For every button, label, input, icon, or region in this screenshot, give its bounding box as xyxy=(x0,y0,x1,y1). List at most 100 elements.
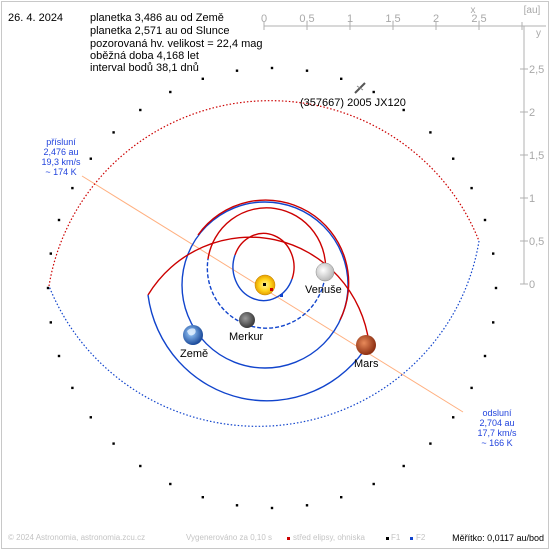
asteroid-orbit-point xyxy=(402,108,405,112)
footer-legend-center: střed elipsy, ohniska xyxy=(293,533,365,542)
apsis-line xyxy=(81,175,464,413)
aphelion-title: odsluní xyxy=(482,408,512,418)
asteroid-orbit-point xyxy=(270,66,274,70)
footer-copyright: © 2024 Astronomia, astronomia.zcu.cz xyxy=(8,533,146,542)
legend-f1-marker xyxy=(386,537,389,540)
x-tick-label: 1 xyxy=(347,13,353,25)
asteroid-orbit-point xyxy=(169,482,172,486)
footer-scale: Měřítko: 0,0117 au/bod xyxy=(452,533,544,543)
asteroid-orbit-point xyxy=(452,416,455,419)
asteroid-orbit-point xyxy=(49,321,52,324)
aphelion-velocity: 17,7 km/s xyxy=(477,428,517,438)
asteroid-orbit-point xyxy=(71,386,74,390)
aphelion-distance: 2,704 au xyxy=(479,418,515,428)
venus xyxy=(315,262,335,282)
y-tick-label: 0,5 xyxy=(529,236,544,248)
asteroid-orbit-point xyxy=(305,69,309,72)
asteroid-orbit-point xyxy=(492,321,495,324)
asteroid-marker xyxy=(354,82,366,94)
ellipse-center-marker xyxy=(270,288,273,291)
x-axis-unit: [au] xyxy=(524,5,541,16)
y-tick-label: 2 xyxy=(529,107,535,119)
asteroid-orbit-point xyxy=(483,354,487,358)
asteroid-orbit-point xyxy=(429,131,432,134)
asteroid-orbit-point xyxy=(235,69,239,72)
asteroid-orbit-point xyxy=(201,496,204,499)
y-tick-label: 1 xyxy=(529,193,535,205)
x-axis: 0 0,5 1 1,5 2 2,5 x [au] xyxy=(261,5,546,30)
info-magnitude: pozorovaná hv. velikost = 22,4 mag xyxy=(90,38,263,50)
x-axis-letter: x xyxy=(471,5,476,16)
perihelion-temperature: ~ 174 K xyxy=(45,167,77,177)
mars xyxy=(356,335,376,355)
venus-orbit xyxy=(206,207,327,329)
asteroid-orbit-point xyxy=(492,252,495,255)
asteroid-orbit-point xyxy=(452,157,455,160)
legend-center-marker xyxy=(287,537,290,540)
info-distance-sun: planetka 2,571 au od Slunce xyxy=(90,25,230,37)
asteroid-orbit-point xyxy=(402,464,405,468)
asteroid-orbit-point xyxy=(470,386,473,390)
focus-f2 xyxy=(280,294,283,297)
asteroid-orbit-point xyxy=(429,442,432,445)
asteroid-orbit-point xyxy=(112,442,115,445)
earth-label: Země xyxy=(180,348,208,360)
x-tick-label: 2 xyxy=(433,13,439,25)
mercury-label: Merkur xyxy=(229,331,264,343)
asteroid-orbit-points xyxy=(46,66,498,510)
info-interval: interval bodů 38,1 dnů xyxy=(90,62,199,74)
asteroid-orbit-point xyxy=(139,464,142,468)
mercury xyxy=(239,312,255,328)
x-tick-label: 2,5 xyxy=(471,13,486,25)
asteroid-label: (357667) 2005 JX120 xyxy=(300,97,406,109)
asteroid-orbit-point xyxy=(340,77,343,80)
asteroid-orbit-point xyxy=(49,252,52,255)
asteroid-orbit-point xyxy=(46,286,50,290)
asteroid-orbit-point xyxy=(57,354,61,358)
asteroid-orbit-point xyxy=(89,157,92,160)
asteroid-orbit-point xyxy=(483,218,487,222)
asteroid-orbit-point xyxy=(235,504,239,507)
asteroid-orbit-point xyxy=(372,90,375,94)
asteroid-orbit-point xyxy=(169,90,172,94)
earth-orbit xyxy=(181,199,350,369)
asteroid-orbit-point xyxy=(305,504,309,507)
venus-label: Venuše xyxy=(305,284,342,296)
perihelion-distance: 2,476 au xyxy=(43,147,79,157)
y-axis: 2,5 2 1,5 1 0,5 0 y xyxy=(520,26,544,291)
asteroid-orbit xyxy=(48,100,480,427)
info-distance-earth: planetka 3,486 au od Země xyxy=(90,12,224,24)
y-tick-label: 0 xyxy=(529,279,535,291)
date-label: 26. 4. 2024 xyxy=(8,12,64,24)
info-period: oběžná doba 4,168 let xyxy=(90,50,199,62)
earth-continent xyxy=(187,328,196,336)
asteroid-orbit-point xyxy=(71,186,74,190)
y-tick-label: 2,5 xyxy=(529,64,544,76)
footer-legend-f2: F2 xyxy=(416,533,426,542)
x-tick-label: 0 xyxy=(261,13,267,25)
mars-label: Mars xyxy=(354,358,379,370)
asteroid-orbit-point xyxy=(139,108,142,112)
asteroid-orbit-point xyxy=(372,482,375,486)
perihelion-title: přísluní xyxy=(46,137,76,147)
asteroid-orbit-point xyxy=(57,218,61,222)
perihelion-label: přísluní 2,476 au 19,3 km/s ~ 174 K xyxy=(36,137,86,177)
legend-f2-marker xyxy=(410,537,413,540)
asteroid-orbit-point xyxy=(494,286,498,290)
asteroid-orbit-point xyxy=(112,131,115,134)
aphelion-temperature: ~ 166 K xyxy=(481,438,513,448)
footer-legend-f1: F1 xyxy=(391,533,401,542)
aphelion-label: odsluní 2,704 au 17,7 km/s ~ 166 K xyxy=(470,408,524,448)
asteroid-orbit-point xyxy=(89,416,92,419)
y-tick-label: 1,5 xyxy=(529,150,544,162)
asteroid-orbit-point xyxy=(270,506,274,510)
x-tick-label: 1,5 xyxy=(385,13,400,25)
asteroid-orbit-point xyxy=(340,496,343,499)
y-axis-letter: y xyxy=(536,28,541,39)
perihelion-velocity: 19,3 km/s xyxy=(41,157,81,167)
asteroid-orbit-point xyxy=(470,186,473,190)
x-tick-label: 0,5 xyxy=(299,13,314,25)
asteroid-orbit-point xyxy=(201,77,204,80)
